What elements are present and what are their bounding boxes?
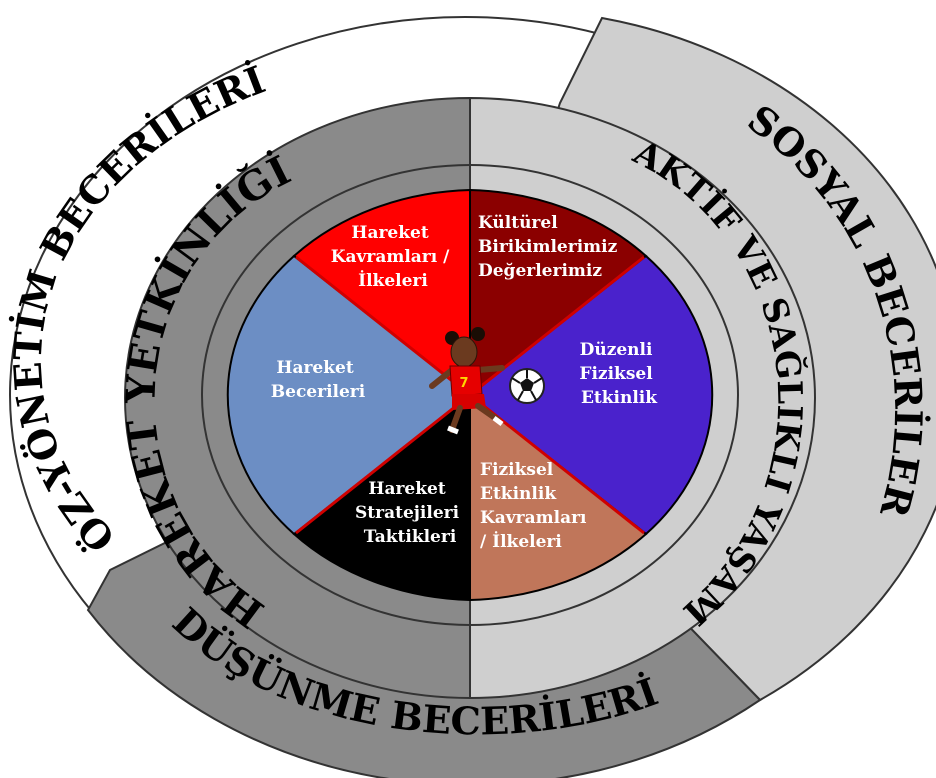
- slice-fiziksel-kavramlari: [469, 392, 648, 602]
- slice-label-hareket-kavramlari: Hareket Kavramları / İlkeleri: [331, 223, 456, 291]
- slice-hareket-kavramlari: [292, 188, 471, 398]
- slice-stratejiler: [292, 392, 471, 602]
- child-footballer-illustration: 7: [429, 327, 505, 435]
- slice-label-beceriler: Hareket Becerileri: [271, 358, 366, 402]
- slice-label-fiziksel-kavramlari: Fiziksel Etkinlik Kavramları / İlkeleri: [480, 460, 592, 552]
- inner-pie: [226, 188, 714, 602]
- slice-label-stratejiler: Hareket Stratejileri Taktikleri: [355, 479, 465, 547]
- slice-label-duzenli: Düzenli Fiziksel Etkinlik: [579, 340, 658, 408]
- soccer-ball-icon: [509, 368, 545, 404]
- slice-label-kulturel: Kültürel Birikimlerimiz Değerlerimiz: [478, 213, 623, 281]
- slice-duzenli: [468, 254, 714, 536]
- slice-kulturel: [469, 188, 648, 398]
- jersey-number: 7: [459, 376, 468, 391]
- inner-ring-border: [201, 164, 739, 626]
- slice-beceriler: [226, 254, 472, 536]
